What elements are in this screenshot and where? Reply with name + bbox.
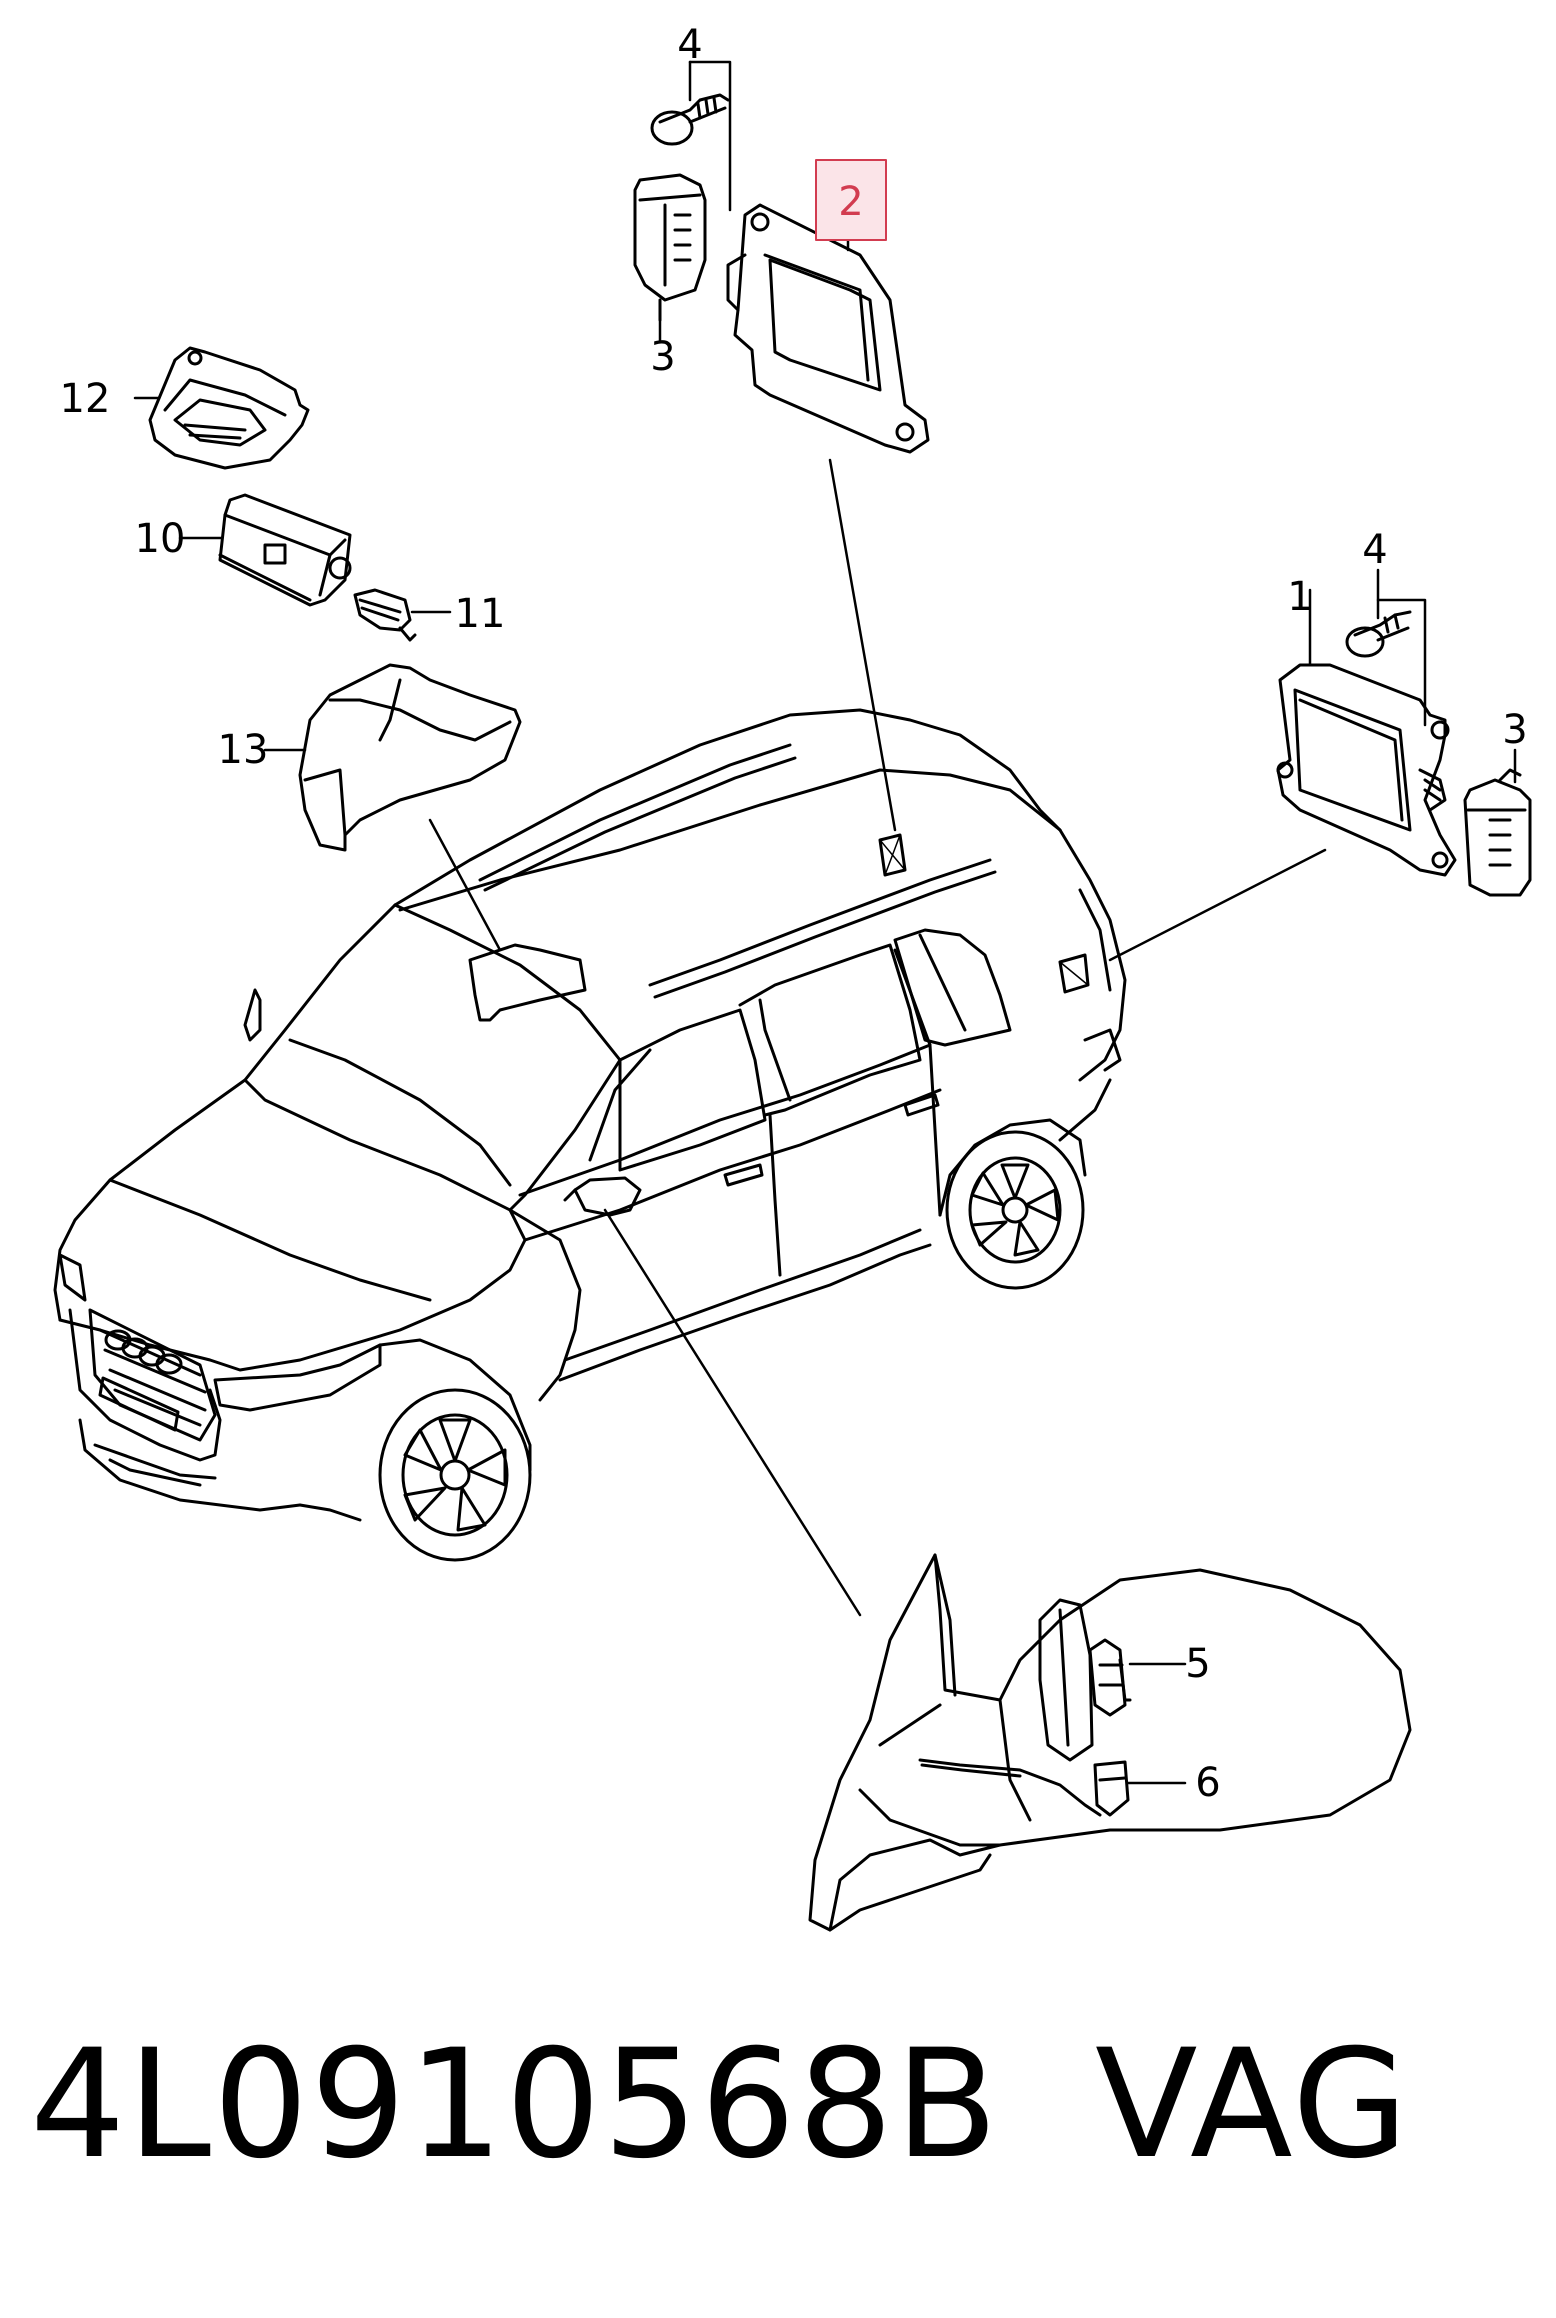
leader-lines-right	[1108, 568, 1517, 962]
part-1-control-module	[1276, 663, 1457, 877]
part-3-connector-top	[633, 173, 707, 322]
callout-1: 1	[1287, 574, 1312, 620]
callout-5: 5	[1185, 1641, 1210, 1687]
callout-12: 12	[60, 376, 111, 422]
callout-3-top: 3	[650, 334, 675, 380]
part-11-connector-plug	[353, 588, 452, 642]
part-2-control-module	[726, 203, 930, 454]
callout-2: 2	[838, 179, 863, 225]
callout-13: 13	[218, 727, 269, 773]
part-number-footer: 4L0910568B VAG	[30, 2000, 1530, 2210]
part-6-connector	[1093, 1760, 1130, 1817]
callout-4-top: 4	[677, 22, 702, 68]
callout-11: 11	[455, 591, 506, 637]
callout-labels: 2 4 3 12 10 11 13 1 4 3 5 6	[60, 22, 1528, 1806]
leader-mirror-to-inset	[603, 1208, 862, 1617]
vehicle-body-drawing	[53, 708, 1127, 1562]
highlight-box-part-2	[815, 159, 887, 241]
part-10-sensor-unit	[178, 493, 352, 607]
mirror-inset-drawing	[808, 1553, 1412, 1932]
part-12-trim-cover	[133, 346, 310, 470]
callout-4-right: 4	[1362, 527, 1387, 573]
part-4-screw-top	[650, 93, 730, 146]
part-3-connector-right	[1463, 768, 1532, 897]
part-13-mirror-base	[263, 663, 522, 952]
part-5-motor	[1088, 1638, 1127, 1717]
callout-3-right: 3	[1502, 707, 1527, 753]
part-number-text: 4L0910568B	[30, 2018, 1000, 2192]
exploded-parts-diagram: 2 4 3 12 10 11 13 1 4 3 5 6	[53, 22, 1532, 1932]
callout-10: 10	[135, 516, 186, 562]
brand-text: VAG	[1095, 2018, 1411, 2192]
callout-6: 6	[1195, 1760, 1220, 1806]
leader-part-2-to-roof	[828, 458, 897, 832]
part-4-screw-right	[1345, 610, 1412, 658]
